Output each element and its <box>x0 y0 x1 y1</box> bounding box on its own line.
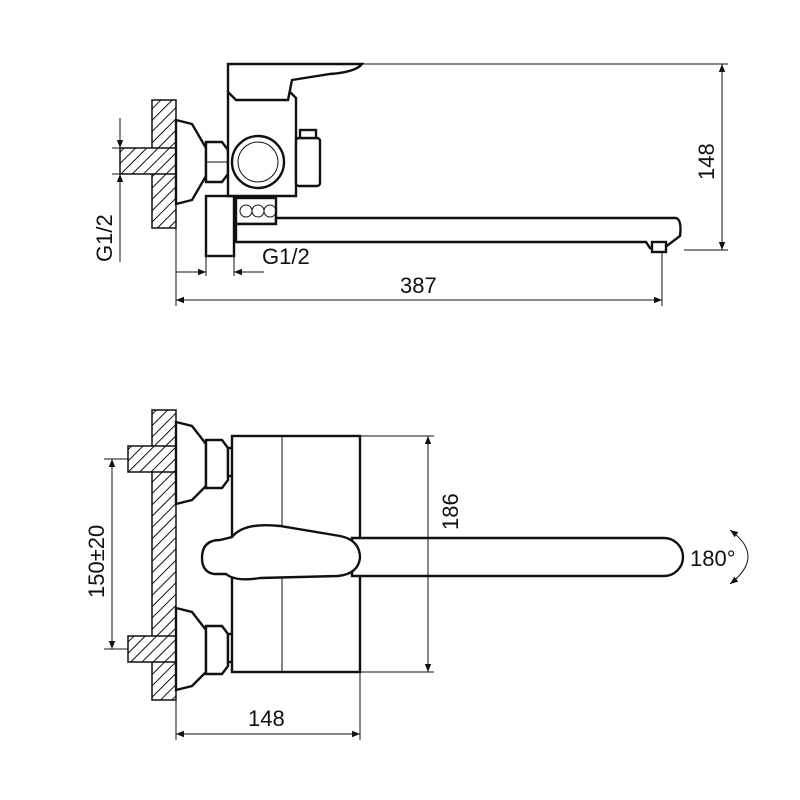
projection-dimension: 148 <box>248 706 285 731</box>
inlet-pipe-lower <box>127 635 177 663</box>
cartridge-circle <box>230 134 286 190</box>
swivel-ring <box>234 196 278 226</box>
rotation-label: 180° <box>690 546 736 571</box>
height-dimension: 148 <box>694 143 719 180</box>
flange-upper <box>174 420 208 506</box>
thread-label-horizontal: G1/2 <box>262 244 310 269</box>
side-view: G1/2 G1/2 387 148 <box>92 62 728 306</box>
hex-nut-lower <box>204 624 230 676</box>
inlet-pipe-top <box>119 147 177 175</box>
inlet-spacing-dimension: 150±20 <box>84 525 109 598</box>
lever-handle-top <box>226 62 365 102</box>
flange-lower <box>174 606 208 692</box>
body-height-dimension: 186 <box>438 493 463 530</box>
spout-front <box>350 536 685 578</box>
aerator-top <box>650 240 668 254</box>
length-dimension: 387 <box>400 273 437 298</box>
diverter-knob <box>294 136 322 188</box>
inlet-pipe-upper <box>127 445 177 473</box>
hex-nut-upper <box>204 438 230 490</box>
thread-label-vertical: G1/2 <box>92 214 117 262</box>
wall-flange-top <box>174 118 208 206</box>
eccentric-connector-top <box>204 194 236 258</box>
front-view: 180° 150±20 186 148 <box>84 409 749 740</box>
lever-handle-front <box>200 523 362 581</box>
rotation-arrow <box>729 529 749 585</box>
spout-top <box>234 216 682 250</box>
